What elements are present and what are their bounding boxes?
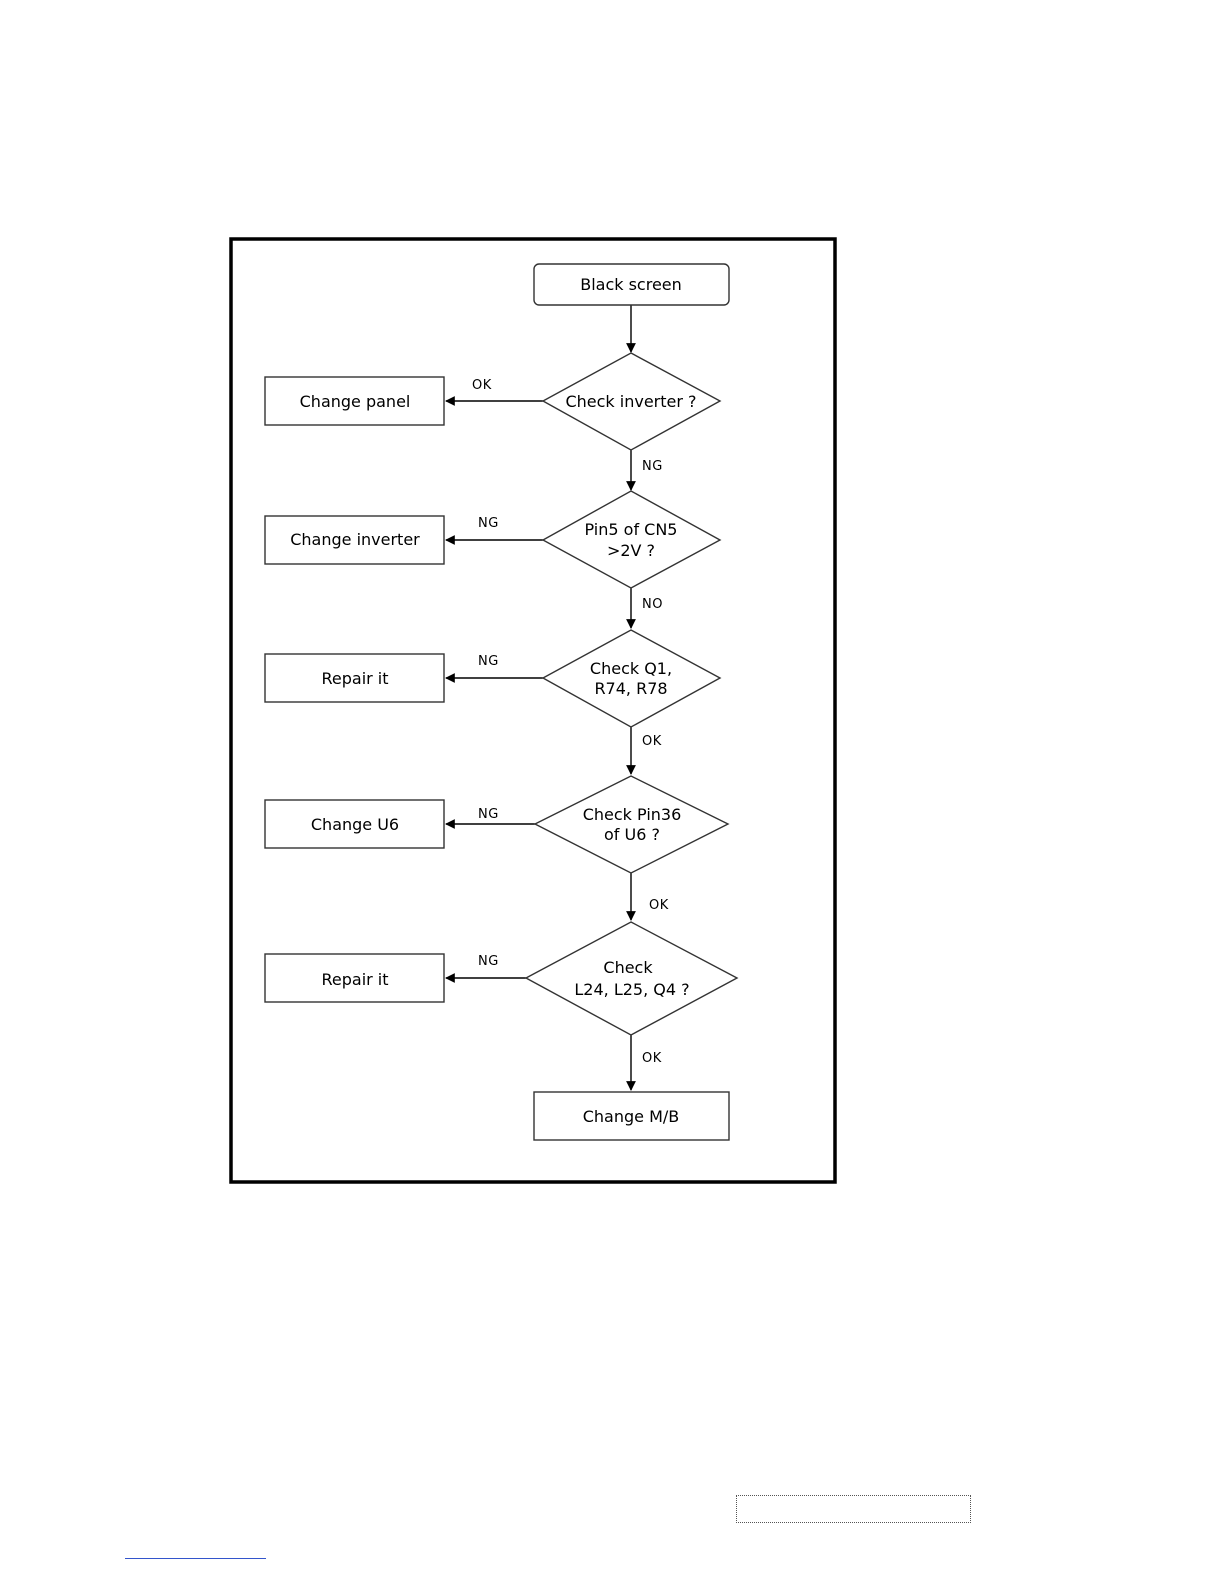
node-black-screen-label: Black screen bbox=[580, 275, 682, 294]
decision-check-q1-line2: R74, R78 bbox=[594, 679, 667, 698]
decision-check-inverter-label: Check inverter ? bbox=[565, 392, 696, 411]
decision-check-l24-line1: Check bbox=[603, 958, 653, 977]
edge-label-ng: NG bbox=[478, 954, 499, 969]
decision-check-l24 bbox=[526, 922, 737, 1035]
node-change-mb-label: Change M/B bbox=[583, 1107, 680, 1126]
footer-box bbox=[736, 1495, 971, 1523]
edge-label-ng: NG bbox=[642, 459, 663, 474]
node-change-u6-label: Change U6 bbox=[311, 815, 399, 834]
edge-label-ok: OK bbox=[472, 378, 492, 393]
decision-pin5-cn5 bbox=[543, 491, 720, 588]
edge-label-ng: NG bbox=[478, 654, 499, 669]
edge-label-ng: NG bbox=[478, 516, 499, 531]
decision-pin5-cn5-line1: Pin5 of CN5 bbox=[585, 520, 678, 539]
node-change-panel-label: Change panel bbox=[300, 392, 411, 411]
node-repair-it-label: Repair it bbox=[321, 669, 388, 688]
decision-check-q1-line1: Check Q1, bbox=[590, 659, 672, 678]
decision-check-pin36-line1: Check Pin36 bbox=[583, 805, 682, 824]
edge-label-ok: OK bbox=[649, 898, 669, 913]
node-change-inverter-label: Change inverter bbox=[290, 530, 420, 549]
decision-check-pin36-line2: of U6 ? bbox=[604, 825, 660, 844]
decision-pin5-cn5-line2: >2V ? bbox=[607, 541, 655, 560]
edge-label-no: NO bbox=[642, 597, 663, 612]
footer-rule bbox=[125, 1558, 266, 1559]
edge-label-ng: NG bbox=[478, 807, 499, 822]
decision-check-l24-line2: L24, L25, Q4 ? bbox=[574, 980, 689, 999]
edge-label-ok: OK bbox=[642, 734, 662, 749]
edge-label-ok: OK bbox=[642, 1051, 662, 1066]
node-repair-it-label: Repair it bbox=[321, 970, 388, 989]
